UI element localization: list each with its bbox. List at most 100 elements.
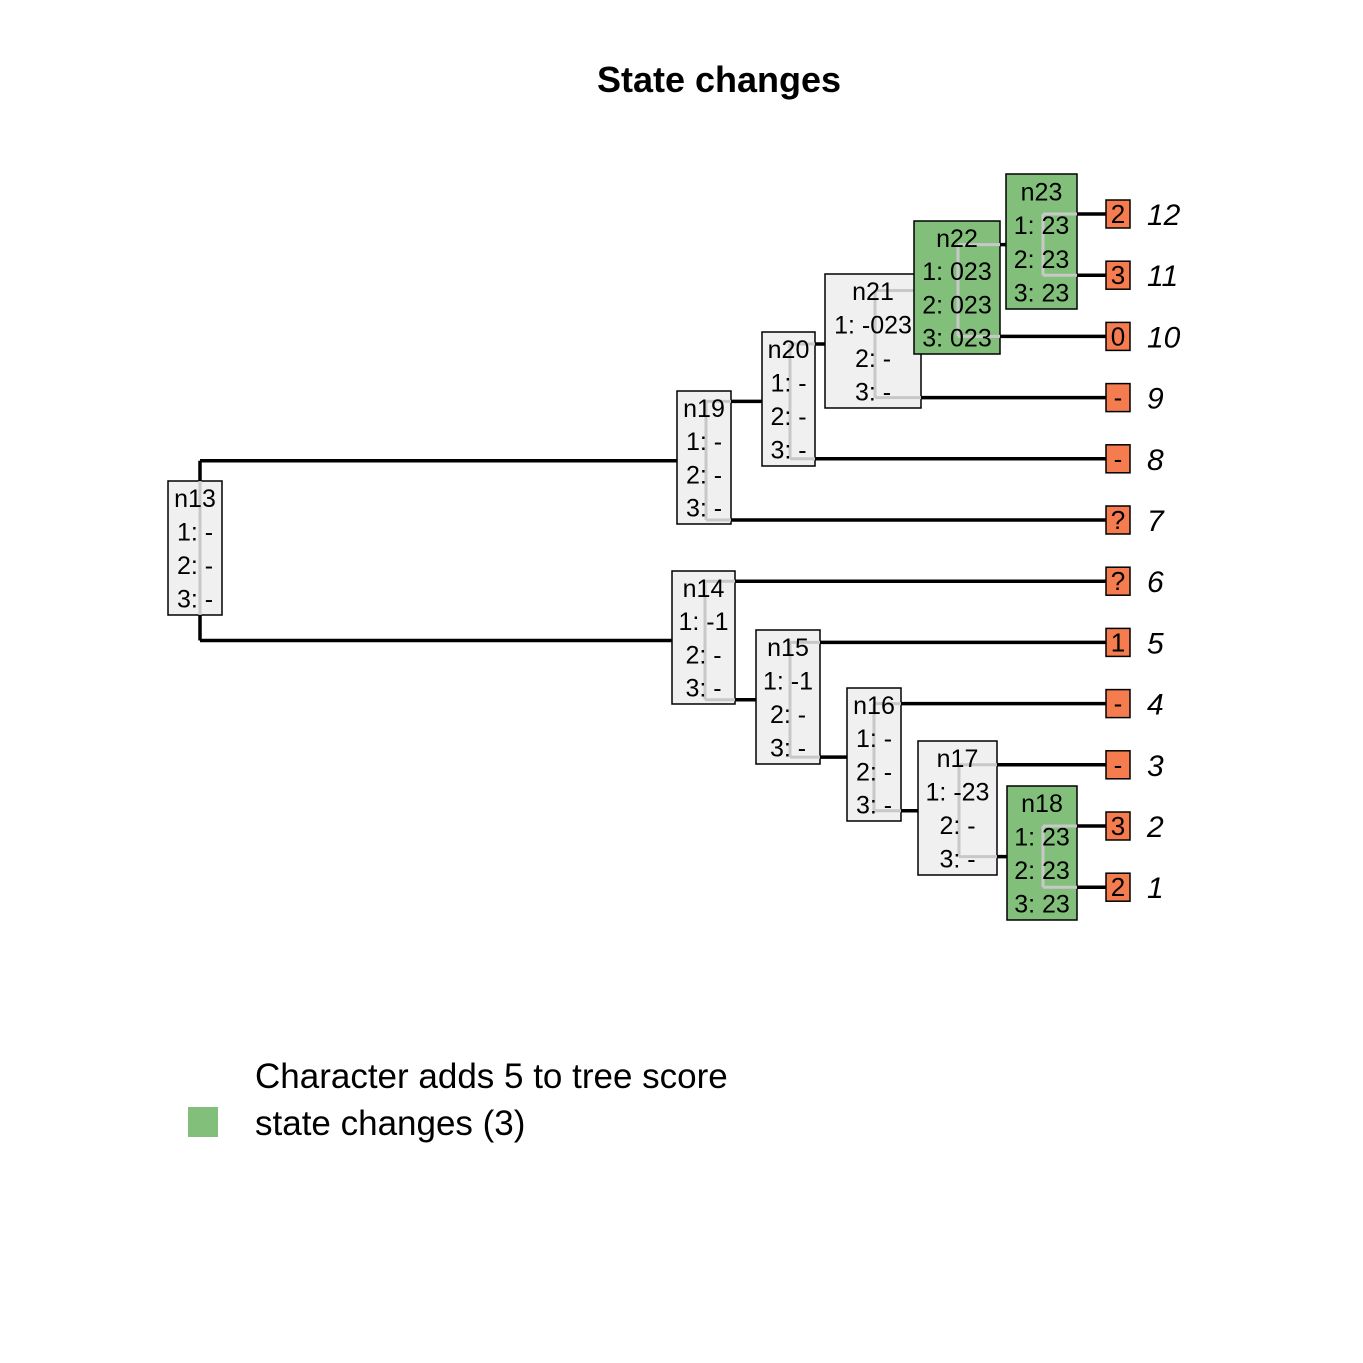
node-state-n18-1: 1: 23	[1014, 824, 1070, 852]
node-label-n19: n19	[683, 395, 725, 423]
node-n18: n18 1: 23 2: 23 3: 23	[1006, 785, 1078, 921]
node-state-n22-1: 1: 023	[922, 258, 992, 286]
node-state-n16-1: 1: -	[856, 725, 892, 753]
node-state-n15-2: 2: -	[770, 701, 806, 729]
node-n22: n22 1: 023 2: 023 3: 023	[913, 220, 1001, 355]
node-state-n13-1: 1: -	[177, 519, 213, 547]
node-state-n17-2: 2: -	[939, 812, 975, 840]
node-box-n21	[824, 273, 922, 409]
node-state-n21-3: 3: -	[855, 379, 891, 407]
node-state-n20-2: 2: -	[770, 403, 806, 431]
tip-state-5: 1	[1111, 627, 1125, 657]
tip-state-9: -	[1114, 383, 1123, 413]
tip-label-9: 9	[1147, 383, 1164, 416]
node-state-n22-3: 3: 023	[922, 325, 992, 353]
tip-label-2: 2	[1146, 811, 1164, 844]
node-label-n16: n16	[853, 692, 895, 720]
node-state-n14-3: 3: -	[685, 675, 721, 703]
node-n15: n15 1: -1 2: - 3: -	[755, 629, 821, 765]
node-state-n21-1: 1: -023	[834, 312, 912, 340]
node-box-n19	[676, 390, 732, 525]
node-label-n20: n20	[768, 336, 810, 364]
tip-state-box-8	[1105, 444, 1131, 474]
legend-line-1: Character adds 5 to tree score	[255, 1057, 728, 1096]
node-state-n23-3: 3: 23	[1014, 280, 1070, 308]
tip-state-7: ?	[1111, 505, 1125, 535]
tip-label-7: 7	[1147, 505, 1165, 538]
node-label-n18: n18	[1021, 790, 1063, 818]
tip-state-box-10	[1105, 321, 1131, 352]
tip-state-1: 2	[1111, 872, 1125, 902]
legend: Character adds 5 to tree score state cha…	[188, 1057, 728, 1143]
node-label-n17: n17	[937, 745, 979, 773]
tip-state-box-7	[1105, 505, 1131, 535]
node-state-n20-3: 3: -	[770, 437, 806, 465]
tip-state-box-6	[1105, 566, 1131, 596]
tip-state-box-3	[1105, 750, 1131, 780]
tip-state-2: 3	[1111, 811, 1125, 841]
node-n23: n23 1: 23 2: 23 3: 23	[1005, 173, 1078, 310]
tip-state-11: 3	[1111, 260, 1125, 290]
node-state-n19-2: 2: -	[686, 461, 722, 489]
node-n17: n17 1: -23 2: - 3: -	[917, 740, 998, 876]
node-label-n21: n21	[852, 278, 894, 306]
node-state-n21-2: 2: -	[855, 345, 891, 373]
node-state-n19-1: 1: -	[686, 428, 722, 456]
tip-state-6: ?	[1111, 566, 1125, 596]
node-state-n13-2: 2: -	[177, 552, 213, 580]
node-state-n22-2: 2: 023	[922, 291, 992, 319]
tip-state-12: 2	[1111, 199, 1125, 229]
node-n19: n19 1: - 2: - 3: -	[676, 390, 732, 525]
tip-state-box-5	[1105, 627, 1131, 658]
node-n14: n14 1: -1 2: - 3: -	[671, 570, 736, 705]
tip-state-box-4	[1105, 688, 1131, 719]
tip-label-10: 10	[1147, 321, 1181, 354]
node-label-n15: n15	[767, 634, 809, 662]
node-state-n23-1: 1: 23	[1014, 212, 1070, 240]
node-state-n14-1: 1: -1	[678, 608, 728, 636]
tip-label-11: 11	[1147, 260, 1178, 293]
legend-line-2: state changes (3)	[255, 1104, 525, 1143]
tip-label-4: 4	[1147, 689, 1164, 722]
tip-label-8: 8	[1147, 444, 1164, 477]
node-state-n14-2: 2: -	[685, 641, 721, 669]
node-n21: n21 1: -023 2: - 3: -	[824, 273, 922, 409]
diagram-title: State changes	[597, 59, 841, 100]
tip-label-3: 3	[1147, 750, 1164, 783]
node-n20: n20 1: - 2: - 3: -	[761, 331, 816, 467]
node-state-n15-1: 1: -1	[763, 668, 813, 696]
node-n13: n13 1: - 2: - 3: -	[167, 480, 223, 616]
legend-swatch	[188, 1107, 218, 1137]
internal-nodes: n13 1: - 2: - 3: - n19 1: - 2: - 3: - n20 1: - 2: …	[167, 173, 1078, 921]
tip-label-5: 5	[1147, 627, 1164, 660]
node-state-n13-3: 3: -	[177, 586, 213, 614]
node-state-n19-3: 3: -	[686, 495, 722, 523]
node-state-n16-2: 2: -	[856, 758, 892, 786]
node-state-n18-2: 2: 23	[1014, 857, 1070, 885]
node-state-n16-3: 3: -	[856, 792, 892, 820]
tip-state-8: -	[1114, 444, 1123, 474]
node-label-n13: n13	[174, 485, 216, 513]
node-state-n17-1: 1: -23	[926, 779, 990, 807]
node-state-n20-1: 1: -	[770, 370, 806, 398]
node-label-n14: n14	[683, 575, 725, 603]
node-label-n23: n23	[1021, 178, 1063, 206]
tip-state-10: 0	[1111, 321, 1125, 351]
tip-state-box-12	[1105, 199, 1131, 229]
tip-label-12: 12	[1147, 199, 1181, 232]
node-state-n17-3: 3: -	[939, 846, 975, 874]
tip-label-1: 1	[1147, 872, 1164, 905]
tip-state-3: -	[1114, 750, 1123, 780]
node-state-n18-3: 3: 23	[1014, 891, 1070, 919]
tip-state-box-1	[1105, 872, 1131, 902]
tip-state-box-9	[1105, 382, 1131, 413]
tip-state-box-11	[1105, 260, 1131, 290]
node-n16: n16 1: - 2: - 3: -	[846, 687, 902, 822]
tip-state-4: -	[1114, 689, 1123, 719]
node-state-n15-3: 3: -	[770, 735, 806, 763]
node-box-n15	[755, 629, 821, 765]
node-label-n22: n22	[936, 225, 978, 253]
node-state-n23-2: 2: 23	[1014, 246, 1070, 274]
